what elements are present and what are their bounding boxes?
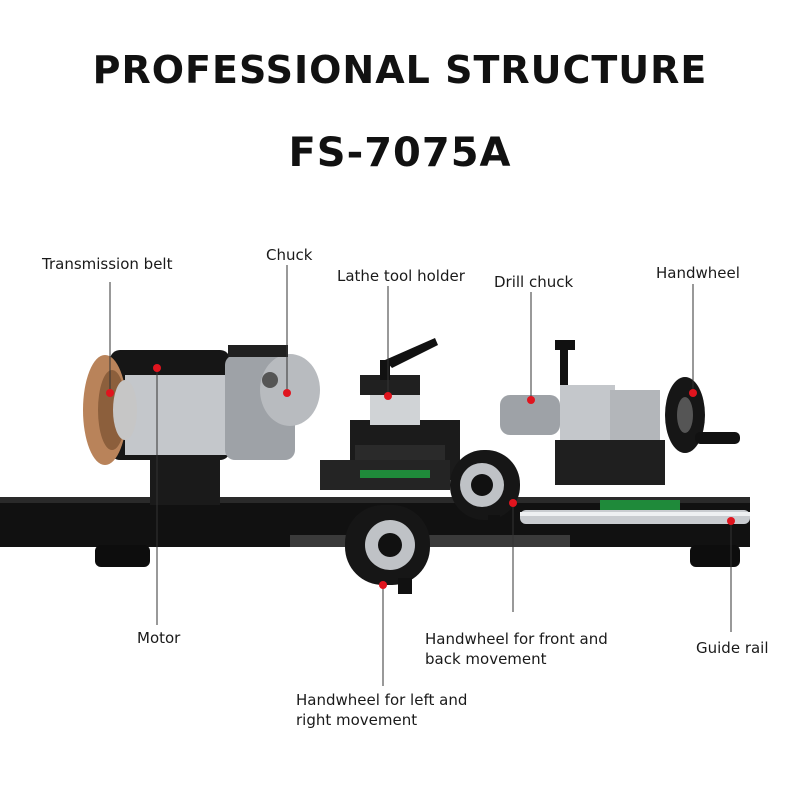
label-left-right-line2: right movement [296, 711, 418, 729]
front-back-handwheel [450, 450, 520, 530]
marker-chuck [283, 389, 291, 397]
page-title: PROFESSIONAL STRUCTURE [92, 48, 708, 92]
tailstock-rail [600, 500, 680, 510]
marker-motor [153, 364, 161, 372]
guide-rail [520, 510, 750, 524]
marker-guide-rail [727, 517, 735, 525]
marker-tool-holder [384, 392, 392, 400]
model-number: FS-7075A [288, 130, 512, 176]
label-front-back-movement: Handwheel for front and back movement [425, 629, 608, 669]
marker-drill-chuck [527, 396, 535, 404]
marker-front-back [509, 499, 517, 507]
marker-left-right [379, 581, 387, 589]
label-left-right-movement: Handwheel for left and right movement [296, 690, 467, 730]
label-drill-chuck: Drill chuck [494, 273, 574, 291]
lathe-tool-holder-body [320, 338, 460, 490]
marker-transmission-belt [106, 389, 114, 397]
label-guide-rail: Guide rail [696, 639, 769, 657]
label-handwheel: Handwheel [656, 264, 740, 282]
label-chuck: Chuck [266, 246, 313, 264]
label-left-right-line1: Handwheel for left and [296, 691, 468, 709]
tailstock-handwheel [665, 377, 740, 453]
label-transmission-belt: Transmission belt [42, 255, 173, 273]
label-lathe-tool-holder: Lathe tool holder [337, 267, 465, 285]
label-motor: Motor [137, 629, 181, 647]
label-front-back-line1: Handwheel for front and [425, 630, 608, 648]
marker-dots [106, 364, 735, 589]
chuck-body [225, 345, 320, 460]
drill-chuck-body [500, 340, 665, 485]
transmission-belt-pulley [83, 355, 137, 465]
marker-handwheel [689, 389, 697, 397]
left-right-handwheel [345, 505, 430, 594]
label-front-back-line2: back movement [425, 650, 547, 668]
carriage-rail [360, 470, 430, 478]
motor-body [110, 350, 235, 505]
leader-lines [109, 265, 732, 686]
